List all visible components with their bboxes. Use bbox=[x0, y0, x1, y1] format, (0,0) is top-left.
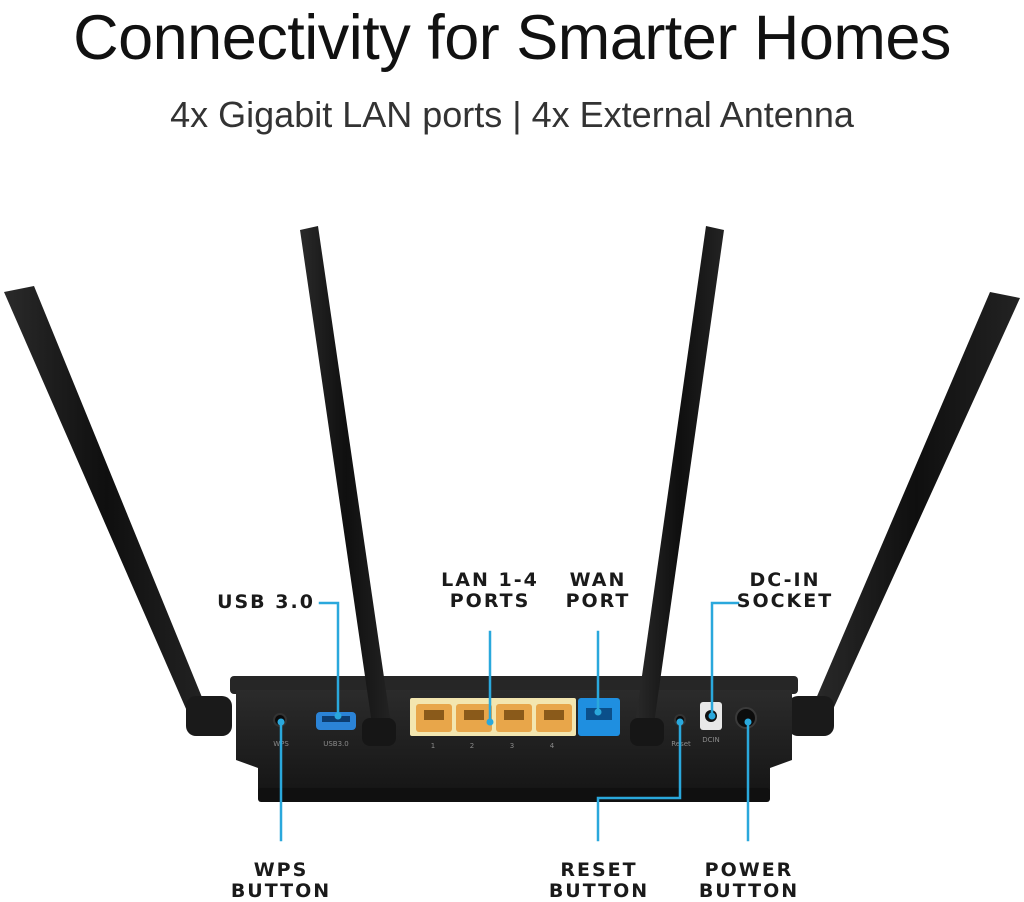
callout-power: POWER BUTTON bbox=[698, 859, 800, 902]
leader-usb-dot bbox=[334, 712, 342, 720]
leader-power-dot bbox=[744, 718, 752, 726]
panel-label-lan3: 3 bbox=[510, 742, 514, 750]
power-button bbox=[735, 707, 757, 729]
leader-wan-dot bbox=[594, 708, 602, 716]
leader-lan-dot bbox=[486, 718, 494, 726]
callout-reset: RESET BUTTON bbox=[548, 859, 650, 902]
usb-port bbox=[316, 712, 356, 730]
panel-label-usb: USB3.0 bbox=[323, 740, 349, 748]
callout-lan: LAN 1-4 PORTS bbox=[441, 569, 539, 612]
callout-wps: WPS BUTTON bbox=[230, 859, 332, 902]
leader-wps-dot bbox=[277, 718, 285, 726]
leader-reset-dot bbox=[676, 718, 684, 726]
panel-label-lan2: 2 bbox=[470, 742, 474, 750]
antenna-left-inner bbox=[300, 226, 396, 746]
callout-dcin: DC-IN SOCKET bbox=[736, 569, 834, 612]
lan-ports bbox=[410, 698, 576, 736]
antenna-right-outer bbox=[788, 292, 1020, 736]
antenna-left-outer bbox=[4, 286, 232, 736]
leader-dcin bbox=[710, 601, 740, 718]
leader-usb bbox=[318, 601, 340, 718]
antenna-right-inner bbox=[630, 226, 724, 746]
page-title: Connectivity for Smarter Homes bbox=[73, 3, 951, 73]
callout-wan: WAN PORT bbox=[565, 569, 631, 612]
panel-label-lan1: 1 bbox=[431, 742, 435, 750]
panel-label-dcin: DCIN bbox=[702, 736, 720, 744]
leader-reset bbox=[596, 720, 682, 842]
page-subtitle: 4x Gigabit LAN ports | 4x External Anten… bbox=[170, 94, 854, 135]
callout-usb: USB 3.0 bbox=[217, 591, 315, 613]
leader-dcin-dot bbox=[708, 712, 716, 720]
panel-label-lan4: 4 bbox=[550, 742, 555, 750]
